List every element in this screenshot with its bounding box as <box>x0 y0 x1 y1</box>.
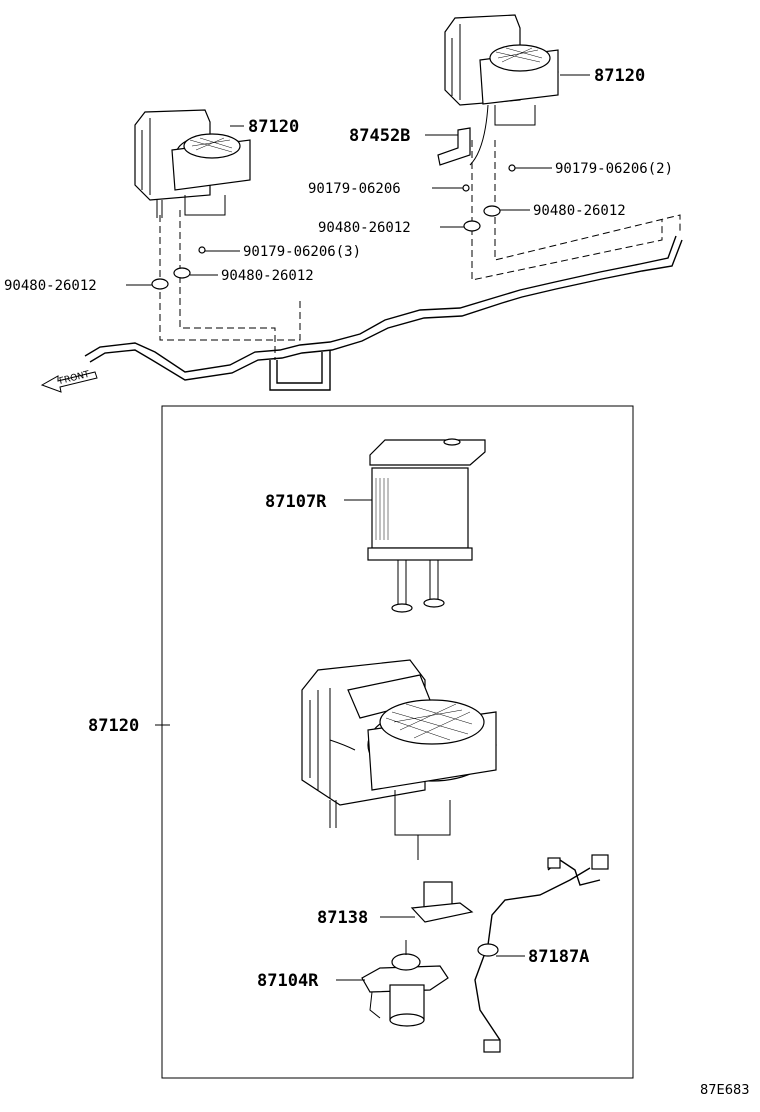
figure-reference: 87E683 <box>700 1083 750 1098</box>
label-87120-assembly: 87120 <box>88 716 139 736</box>
blower-unit-top-right <box>444 14 559 166</box>
blower-motor <box>361 940 449 1027</box>
callouts-top: 87120 87120 87452B 90179-06206(2) 90179-… <box>4 66 673 294</box>
label-87104r: 87104R <box>257 971 319 991</box>
front-label: FRONT <box>58 370 91 387</box>
label-screw-left: 90179-06206(3) <box>243 244 361 260</box>
label-screw-right: 90179-06206(2) <box>555 161 673 177</box>
label-grommet-right: 90480-26012 <box>533 203 626 219</box>
blower-resistor <box>410 881 474 923</box>
label-87452b: 87452B <box>349 126 410 146</box>
label-87120-top-left: 87120 <box>248 117 299 137</box>
heater-core <box>367 438 486 613</box>
label-87107r: 87107R <box>265 492 327 512</box>
coolant-pipe <box>84 235 683 391</box>
bracket-87452b <box>437 127 471 166</box>
label-87187a: 87187A <box>528 947 589 967</box>
label-screw-center: 90179-06206 <box>308 181 401 197</box>
blower-unit-top-left <box>134 109 251 218</box>
label-87138: 87138 <box>317 908 368 928</box>
label-grommet-center: 90480-26012 <box>318 220 411 236</box>
exploded-view-frame <box>161 405 634 1079</box>
label-87120-top-right: 87120 <box>594 66 645 86</box>
blower-assembly <box>301 659 497 860</box>
front-arrow: FRONT <box>40 370 98 393</box>
label-grommet-left: 90480-26012 <box>4 278 97 294</box>
label-grommet-left-mid: 90480-26012 <box>221 268 314 284</box>
wire-harness <box>474 854 609 1053</box>
